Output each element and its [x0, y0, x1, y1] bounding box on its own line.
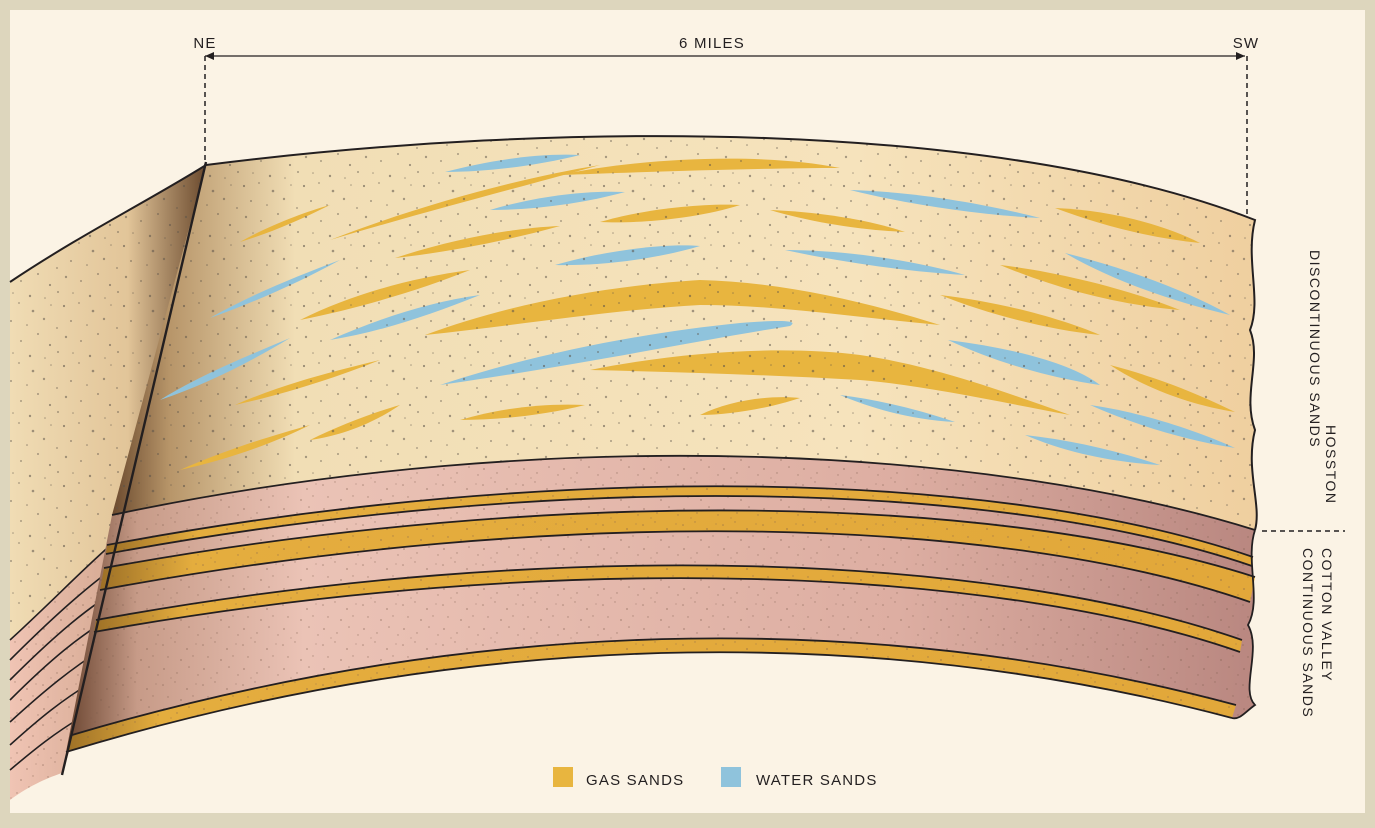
svg-text:COTTON VALLEY: COTTON VALLEY [1319, 548, 1335, 682]
cotton-valley-label-top: CONTINUOUS SANDS [1300, 548, 1316, 718]
svg-text:CONTINUOUS SANDS: CONTINUOUS SANDS [1300, 548, 1316, 718]
direction-sw-label: SW [1233, 35, 1260, 52]
cotton-valley-label-bottom: COTTON VALLEY [1319, 548, 1335, 682]
svg-text:HOSSTON: HOSSTON [1323, 425, 1339, 504]
direction-ne-label: NE [193, 35, 216, 52]
legend-swatch-gas [553, 767, 573, 787]
svg-text:DISCONTINUOUS SANDS: DISCONTINUOUS SANDS [1307, 250, 1323, 448]
hosston-label-top: DISCONTINUOUS SANDS [1307, 250, 1323, 448]
legend-label-gas: GAS SANDS [586, 772, 684, 789]
legend-label-water: WATER SANDS [756, 772, 878, 789]
hosston-label-bottom: HOSSTON [1323, 425, 1339, 504]
legend-swatch-water [721, 767, 741, 787]
distance-label: 6 MILES [679, 35, 745, 52]
